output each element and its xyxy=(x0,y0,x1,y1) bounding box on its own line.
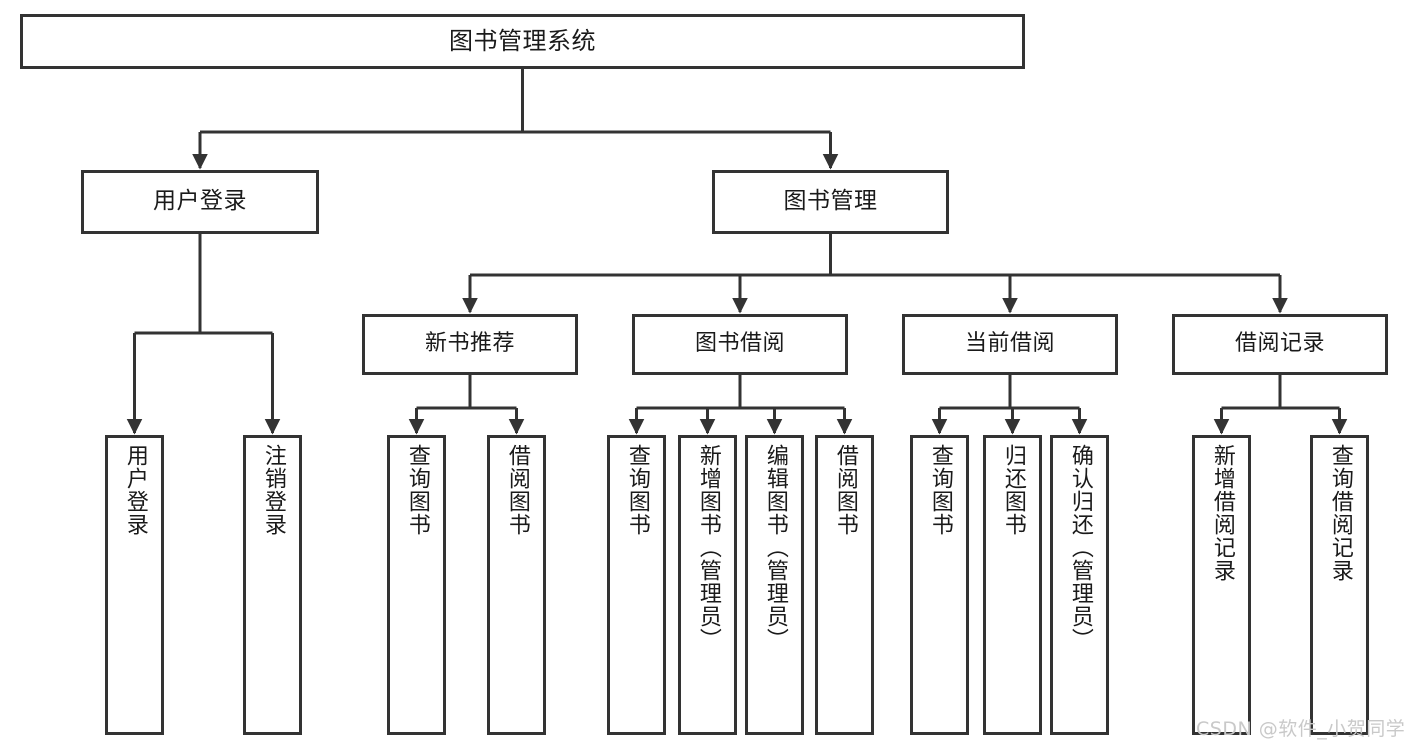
node-leaf-query-book-1-label: 查询图书 xyxy=(404,444,430,536)
node-book-borrow-label: 图书借阅 xyxy=(694,331,785,357)
node-root-label: 图书管理系统 xyxy=(449,27,596,56)
node-leaf-add-record-label: 新增借阅记录 xyxy=(1209,444,1235,582)
node-leaf-return-book-label: 归还图书 xyxy=(1000,444,1026,536)
node-leaf-query-book-1[interactable]: 查询图书 xyxy=(387,435,446,735)
node-borrow-record-label: 借阅记录 xyxy=(1234,331,1325,357)
node-book-manage-label: 图书管理 xyxy=(783,188,878,215)
node-leaf-borrow-book-1[interactable]: 借阅图书 xyxy=(487,435,546,735)
node-leaf-borrow-book-2[interactable]: 借阅图书 xyxy=(815,435,874,735)
node-leaf-user-login[interactable]: 用户登录 xyxy=(105,435,164,735)
node-leaf-query-book-2[interactable]: 查询图书 xyxy=(607,435,666,735)
node-user-login[interactable]: 用户登录 xyxy=(81,170,319,234)
node-leaf-confirm-return[interactable]: 确认归还（管理员） xyxy=(1050,435,1109,735)
node-leaf-user-login-label: 用户登录 xyxy=(122,444,148,536)
node-current-borrow[interactable]: 当前借阅 xyxy=(902,314,1118,375)
node-book-borrow[interactable]: 图书借阅 xyxy=(632,314,848,375)
node-leaf-borrow-book-2-label: 借阅图书 xyxy=(832,444,858,536)
node-leaf-add-record[interactable]: 新增借阅记录 xyxy=(1192,435,1251,735)
node-borrow-record[interactable]: 借阅记录 xyxy=(1172,314,1388,375)
node-leaf-edit-book-label: 编辑图书（管理员） xyxy=(762,444,788,651)
node-leaf-edit-book[interactable]: 编辑图书（管理员） xyxy=(745,435,804,735)
node-leaf-add-book-label: 新增图书（管理员） xyxy=(695,444,721,651)
node-new-book-recommend[interactable]: 新书推荐 xyxy=(362,314,578,375)
node-current-borrow-label: 当前借阅 xyxy=(964,331,1055,357)
node-root[interactable]: 图书管理系统 xyxy=(20,14,1025,69)
node-user-login-label: 用户登录 xyxy=(153,188,247,215)
node-leaf-add-book[interactable]: 新增图书（管理员） xyxy=(678,435,737,735)
node-leaf-logout-label: 注销登录 xyxy=(260,444,286,536)
node-leaf-query-book-3[interactable]: 查询图书 xyxy=(910,435,969,735)
node-leaf-borrow-book-1-label: 借阅图书 xyxy=(504,444,530,536)
node-book-manage[interactable]: 图书管理 xyxy=(712,170,949,234)
node-leaf-query-book-2-label: 查询图书 xyxy=(624,444,650,536)
node-leaf-logout[interactable]: 注销登录 xyxy=(243,435,302,735)
node-leaf-confirm-return-label: 确认归还（管理员） xyxy=(1067,444,1093,651)
node-leaf-query-record-label: 查询借阅记录 xyxy=(1327,444,1353,582)
node-leaf-return-book[interactable]: 归还图书 xyxy=(983,435,1042,735)
node-leaf-query-book-3-label: 查询图书 xyxy=(927,444,953,536)
node-new-book-recommend-label: 新书推荐 xyxy=(424,331,515,357)
node-leaf-query-record[interactable]: 查询借阅记录 xyxy=(1310,435,1369,735)
